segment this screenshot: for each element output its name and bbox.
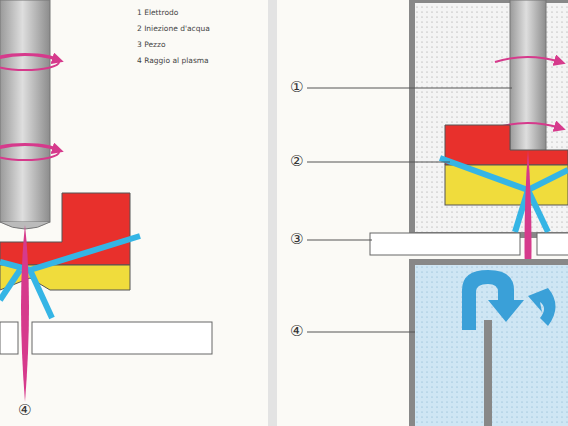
legend-line: 1 Elettrodo [137,8,178,17]
callout-number: ④ [18,403,31,418]
callout-number: ① [290,80,303,95]
legend-line: 3 Pezzo [137,40,166,49]
legend-line: 2 Iniezione d'acqua [137,24,210,33]
callout-number: ② [290,154,303,169]
callout-number: ③ [290,232,303,247]
callout-number: ④ [290,324,303,339]
legend-line: 4 Raggio al plasma [137,56,209,65]
